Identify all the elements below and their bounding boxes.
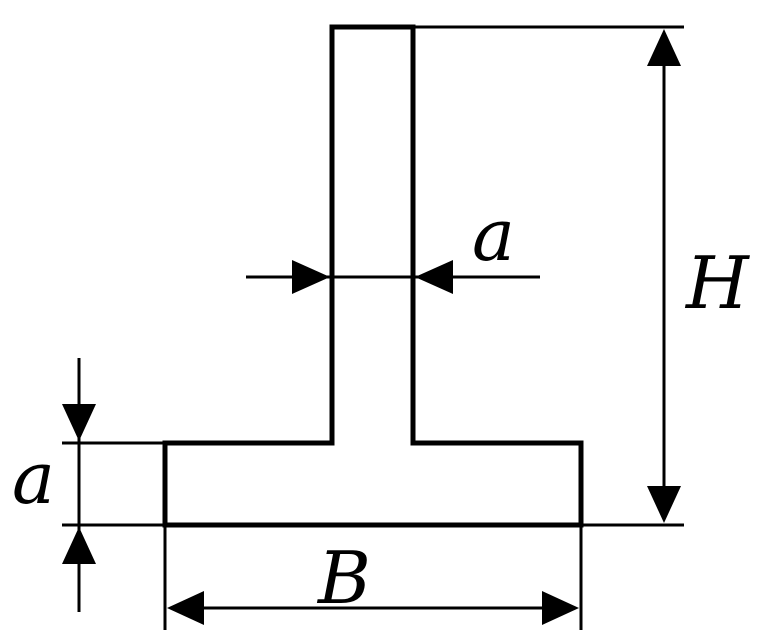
stem-arrow-right <box>415 260 453 294</box>
flange-arrow-top <box>62 404 96 441</box>
base-arrow-right <box>542 591 579 625</box>
stem-thickness-dimension: a <box>246 193 540 294</box>
base-width-dimension: B <box>163 525 583 630</box>
stem-thickness-label: a <box>472 193 515 277</box>
base-arrow-left <box>167 591 204 625</box>
base-width-label: B <box>316 536 371 620</box>
flange-arrow-bottom <box>62 527 96 564</box>
flange-thickness-dimension: a <box>12 358 165 612</box>
height-arrow-bottom <box>647 486 681 523</box>
height-dimension: H <box>413 25 750 527</box>
height-label: H <box>684 241 750 325</box>
stem-arrow-left <box>292 260 330 294</box>
flange-thickness-label: a <box>12 436 55 520</box>
height-arrow-top <box>647 29 681 66</box>
